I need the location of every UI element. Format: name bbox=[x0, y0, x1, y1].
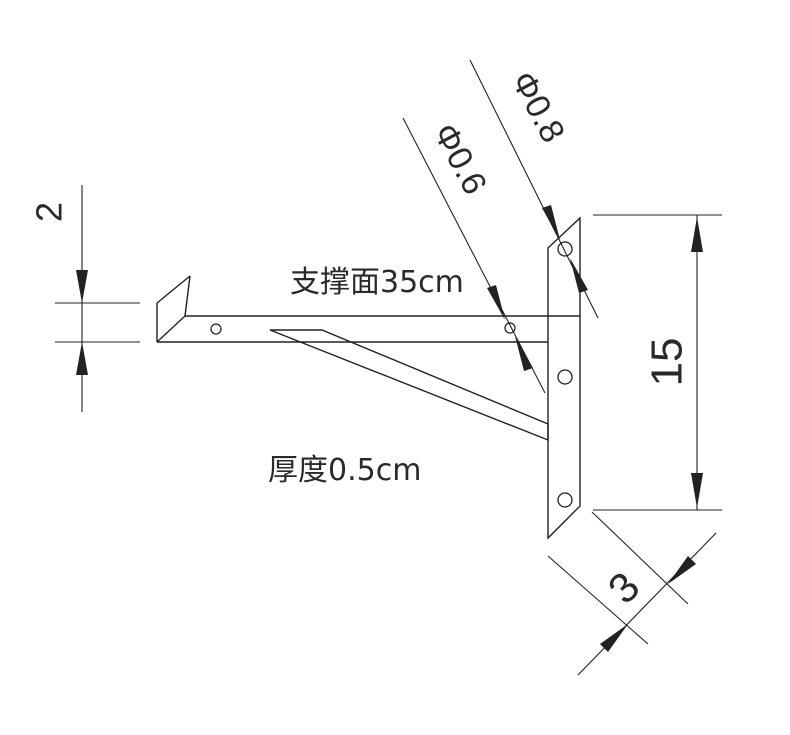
arrow-in bbox=[542, 205, 560, 240]
dim-hole-small: Φ0.6 bbox=[402, 117, 546, 394]
wall-plate bbox=[547, 216, 581, 540]
dim-hole-large: Φ0.8 bbox=[469, 59, 599, 319]
height-dimension-label: 15 bbox=[643, 338, 692, 387]
diagonal-brace bbox=[269, 329, 549, 442]
lip-dimension-label: 2 bbox=[29, 202, 70, 222]
width-dimension-label: 3 bbox=[599, 563, 649, 613]
arrow-up bbox=[76, 342, 88, 375]
plate-hole-middle bbox=[557, 369, 573, 385]
arrow-in bbox=[600, 624, 628, 652]
arrow-down bbox=[76, 270, 88, 303]
large-hole-dimension-label: Φ0.8 bbox=[504, 65, 572, 149]
arm-hole-left bbox=[210, 323, 222, 335]
plate-hole-top bbox=[557, 241, 573, 257]
arrow-in bbox=[487, 285, 505, 320]
plate-hole-bottom bbox=[557, 492, 573, 508]
dim-width: 3 bbox=[547, 511, 717, 676]
small-hole-dimension-label: Φ0.6 bbox=[426, 117, 494, 201]
dim-lip: 2 bbox=[29, 185, 140, 412]
arrow-in bbox=[515, 336, 533, 371]
arrow-down bbox=[691, 473, 703, 508]
support-surface-label: 支撑面35cm bbox=[290, 265, 464, 300]
dim-height: 15 bbox=[593, 214, 722, 511]
arrow-up bbox=[691, 217, 703, 252]
arrow-in bbox=[570, 258, 588, 293]
thickness-label: 厚度0.5cm bbox=[268, 453, 421, 488]
arrow-in bbox=[668, 556, 696, 584]
